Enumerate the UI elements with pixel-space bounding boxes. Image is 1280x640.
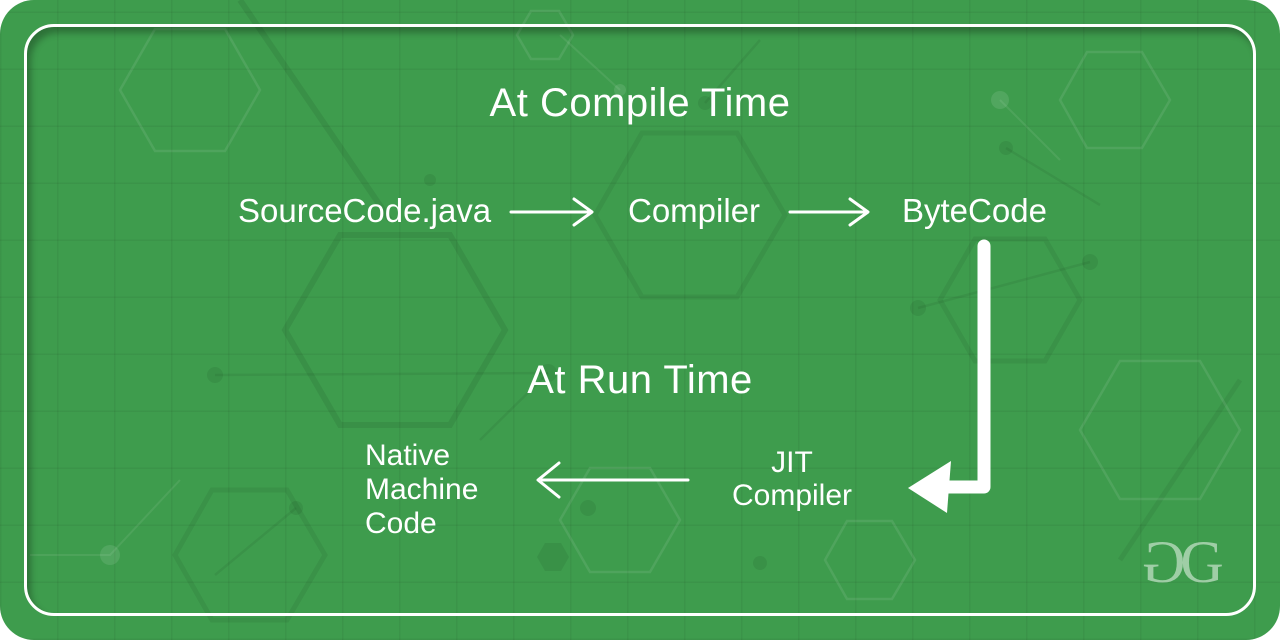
native-line-1: Native (365, 439, 451, 472)
sourcecode-java-label: SourceCode.java (238, 192, 492, 229)
jit-line-1: JIT (771, 446, 813, 479)
compile-time-title: At Compile Time (489, 81, 791, 125)
native-line-3: Code (365, 507, 437, 540)
jit-line-2: Compiler (731, 479, 853, 512)
jit-compiler-label: JIT Compiler (712, 446, 872, 512)
white-border-frame (24, 24, 1256, 616)
logo-mirrored-g-glyph: G (1142, 529, 1186, 595)
bytecode-label: ByteCode (902, 192, 1047, 229)
compiler-label: Compiler (628, 192, 761, 229)
geeksforgeeks-logo: GG (1142, 529, 1224, 595)
native-line-2: Machine (365, 473, 479, 506)
native-machine-code-label: Native Machine Code (365, 439, 478, 541)
run-time-title: At Run Time (527, 358, 753, 402)
logo-g-glyph: G (1180, 529, 1224, 595)
